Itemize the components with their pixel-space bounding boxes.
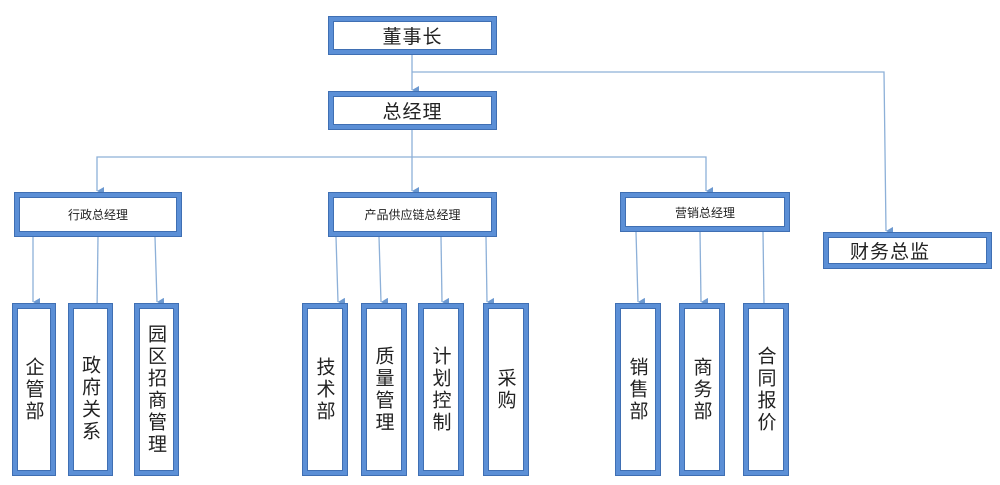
node-label: 财务总监 xyxy=(850,241,931,263)
node-general-manager: 总经理 xyxy=(328,91,497,130)
link-marketing-dept-3 xyxy=(762,231,765,305)
node-dept-technology: 技术部 xyxy=(302,303,348,476)
node-finance-director: 财务总监 xyxy=(823,232,992,269)
link-admin-dept-3 xyxy=(154,236,165,306)
node-division-marketing: 营销总经理 xyxy=(620,192,790,232)
link-gm-marketing xyxy=(412,156,713,195)
link-chairman-finance xyxy=(412,71,894,235)
node-label: 园区招商管理 xyxy=(145,323,167,456)
node-label: 行政总经理 xyxy=(67,208,128,222)
node-dept-government-relations: 政府关系 xyxy=(68,303,113,476)
link-supply-dept-2 xyxy=(378,236,389,306)
node-label: 总经理 xyxy=(382,101,443,123)
link-gm-admin xyxy=(96,156,412,195)
node-label: 董事长 xyxy=(382,26,443,48)
node-dept-business-affairs: 商务部 xyxy=(679,303,725,476)
node-dept-planning-control: 计划控制 xyxy=(418,303,464,476)
node-division-supply-chain: 产品供应链总经理 xyxy=(328,192,497,237)
node-label: 销售部 xyxy=(626,356,649,423)
node-dept-quality: 质量管理 xyxy=(361,303,407,476)
node-division-admin: 行政总经理 xyxy=(14,192,182,237)
node-dept-contract-quotation: 合同报价 xyxy=(743,303,789,476)
node-label: 采购 xyxy=(494,367,517,412)
node-dept-enterprise-mgmt: 企管部 xyxy=(12,303,56,476)
node-dept-park-investment: 园区招商管理 xyxy=(134,303,179,476)
node-dept-sales: 销售部 xyxy=(615,303,661,476)
node-label: 计划控制 xyxy=(429,345,452,434)
link-admin-dept-2 xyxy=(96,236,99,313)
link-marketing-dept-1 xyxy=(635,231,646,306)
node-label: 产品供应链总经理 xyxy=(364,208,461,222)
node-label: 营销总经理 xyxy=(674,205,735,220)
link-supply-dept-3 xyxy=(440,236,450,306)
node-label: 企管部 xyxy=(22,356,45,423)
node-chairman: 董事长 xyxy=(328,16,497,55)
node-label: 质量管理 xyxy=(372,345,395,434)
link-supply-dept-1 xyxy=(335,236,346,306)
node-label: 商务部 xyxy=(690,356,713,423)
link-supply-dept-4 xyxy=(485,236,495,306)
node-label: 技术部 xyxy=(313,356,336,423)
node-label: 政府关系 xyxy=(79,354,101,443)
link-marketing-dept-2 xyxy=(699,231,709,306)
node-label: 合同报价 xyxy=(754,345,777,434)
node-dept-procurement: 采购 xyxy=(483,303,529,476)
